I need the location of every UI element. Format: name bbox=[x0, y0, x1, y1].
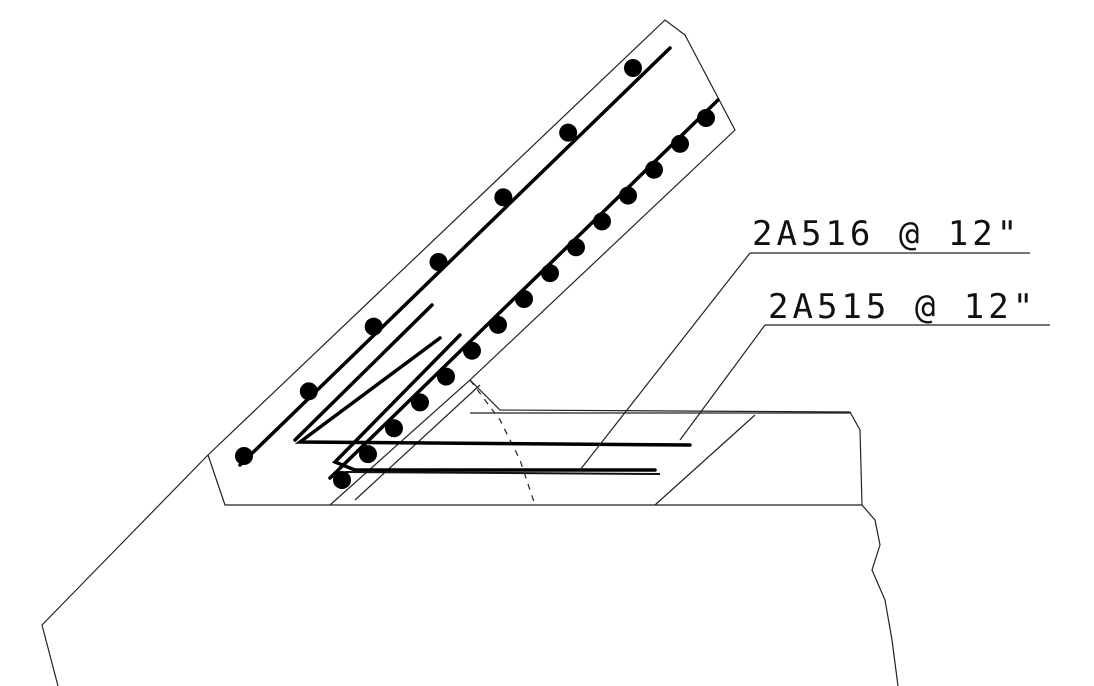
rebar-dot bbox=[645, 160, 663, 179]
rebar-dot bbox=[619, 186, 637, 205]
rebar-dot bbox=[463, 341, 481, 360]
rebar-dot bbox=[515, 290, 533, 308]
rebar-dot bbox=[559, 123, 578, 142]
rebar-dot bbox=[697, 109, 715, 127]
rebar-dot bbox=[624, 59, 642, 77]
rebar-dot bbox=[299, 382, 318, 401]
rebar-dot bbox=[411, 393, 429, 412]
rebar-dot bbox=[489, 315, 507, 334]
rebar-dot bbox=[333, 471, 351, 489]
hooked-bars bbox=[294, 333, 692, 475]
rebar-dot bbox=[567, 238, 585, 257]
rebar-dot bbox=[671, 134, 689, 153]
rebar-dot bbox=[593, 212, 611, 231]
rebar-dot bbox=[364, 317, 383, 336]
rebar-dot bbox=[429, 253, 448, 271]
top-rebar-row bbox=[235, 59, 642, 465]
rebar-dot bbox=[359, 445, 377, 464]
bottom-rebar-row bbox=[333, 109, 715, 489]
rebar-dot bbox=[494, 188, 513, 207]
callout-leaders bbox=[579, 252, 1050, 471]
rebar-dot bbox=[541, 264, 559, 283]
callout-upper-label: 2A516 @ 12" bbox=[752, 214, 1021, 254]
rebar-dot bbox=[235, 447, 253, 465]
callout-lower-label: 2A515 @ 12" bbox=[768, 287, 1037, 327]
rebar-dot bbox=[385, 419, 403, 438]
rebar-dot bbox=[437, 367, 455, 386]
